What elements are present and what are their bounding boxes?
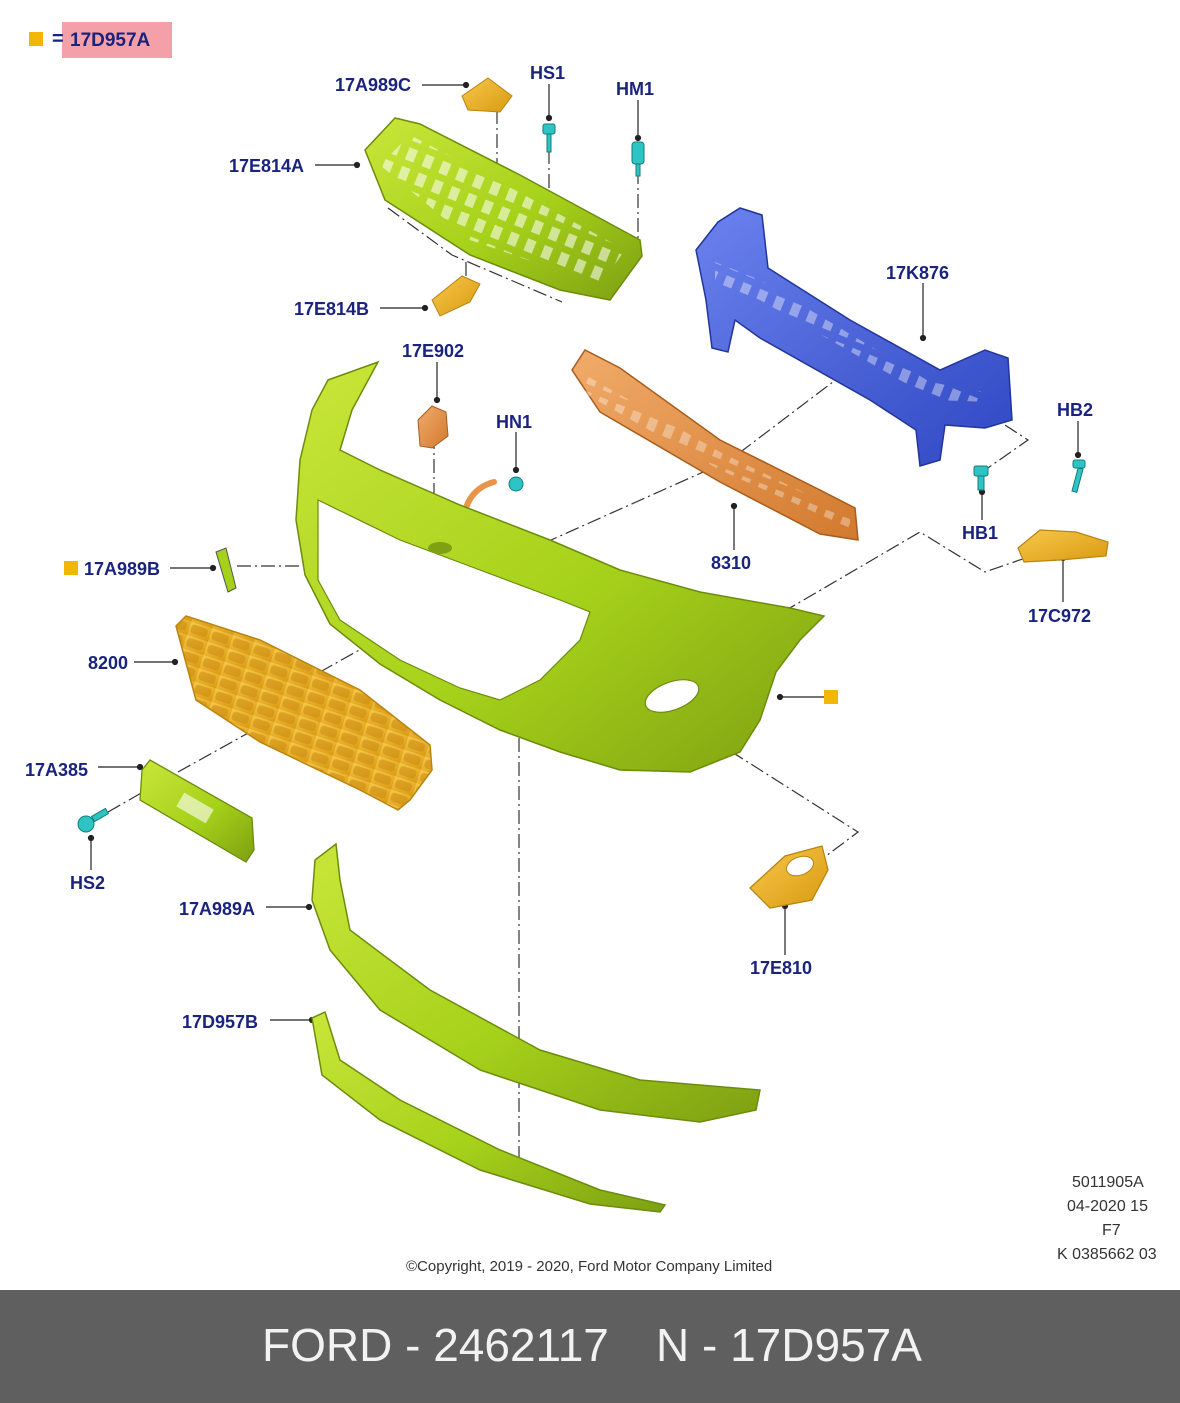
label-17E902: 17E902 (402, 341, 465, 361)
lower-lip-17A989A (311, 842, 761, 1123)
bracket-17E902 (417, 405, 449, 449)
screw-HB1-icon (973, 465, 989, 491)
label-17E814A: 17E814A (229, 156, 305, 176)
label-8310: 8310 (711, 553, 752, 573)
bracket-17E814B (431, 275, 481, 317)
screw-HS2-icon (77, 807, 110, 833)
bumper-cover-17D957A (295, 360, 826, 773)
screw-HB2-icon (1071, 459, 1086, 493)
label-HB1: HB1 (962, 523, 999, 543)
copyright-text: ©Copyright, 2019 - 2020, Ford Motor Comp… (406, 1258, 773, 1275)
meta-illustration-id: 5011905A (1072, 1174, 1144, 1191)
label-17D957B: 17D957B (182, 1012, 259, 1032)
label-17E810: 17E810 (750, 958, 813, 978)
label-17A385: 17A385 (25, 760, 89, 780)
footer-bar: FORD - 2462117 N - 17D957A (0, 1290, 1180, 1403)
label-HS2: HS2 (70, 873, 106, 893)
footer-n-number: N - 17D957A (656, 1319, 922, 1371)
radiator-grille-8200 (175, 615, 433, 811)
marker-bumper-icon (824, 690, 838, 704)
label-17A989A: 17A989A (179, 899, 256, 919)
label-17A989B: 17A989B (84, 559, 161, 579)
energy-absorber-8310 (571, 349, 859, 541)
label-17E814B: 17E814B (294, 299, 370, 319)
upper-grille-support-17E814A (364, 117, 643, 301)
license-bracket-17A385 (139, 759, 255, 863)
clip-HM1-icon (631, 141, 645, 177)
label-HM1: HM1 (616, 79, 655, 99)
meta-date-code: 04-2020 15 (1067, 1198, 1148, 1215)
leader-lines (87, 81, 1082, 1024)
label-17C972: 17C972 (1028, 606, 1092, 626)
clip-17A989B (215, 547, 237, 593)
footer-part-number: FORD - 2462117 (262, 1319, 609, 1371)
marker-17A989B-icon (64, 561, 78, 575)
lower-trim-17D957B (311, 1010, 667, 1213)
legend-highlight (62, 22, 172, 58)
legend-code: 17D957A (70, 30, 151, 51)
meta-f-code: F7 (1102, 1222, 1121, 1239)
label-HN1: HN1 (496, 412, 533, 432)
label-8200: 8200 (88, 653, 129, 673)
bracket-17C972 (1017, 529, 1109, 563)
reinforcement-beam-17K876 (695, 207, 1013, 467)
meta-k-code: K 0385662 03 (1057, 1246, 1157, 1263)
fog-bezel-17E810 (749, 845, 829, 909)
legend-marker-icon (29, 32, 43, 46)
exploded-view-drawing (77, 77, 1109, 1213)
legend-equals: = (52, 28, 64, 50)
fasteners (77, 123, 1086, 833)
label-17K876: 17K876 (886, 263, 950, 283)
parts-diagram: = 17D957A 17A989C HS1 HM1 17E814A 17E814… (25, 22, 1157, 1275)
label-HB2: HB2 (1057, 400, 1094, 420)
screw-HS1-icon (542, 123, 556, 153)
bracket-17A989C (461, 77, 513, 113)
nut-HN1-icon (508, 476, 524, 492)
label-HS1: HS1 (530, 63, 566, 83)
label-17A989C: 17A989C (335, 75, 412, 95)
